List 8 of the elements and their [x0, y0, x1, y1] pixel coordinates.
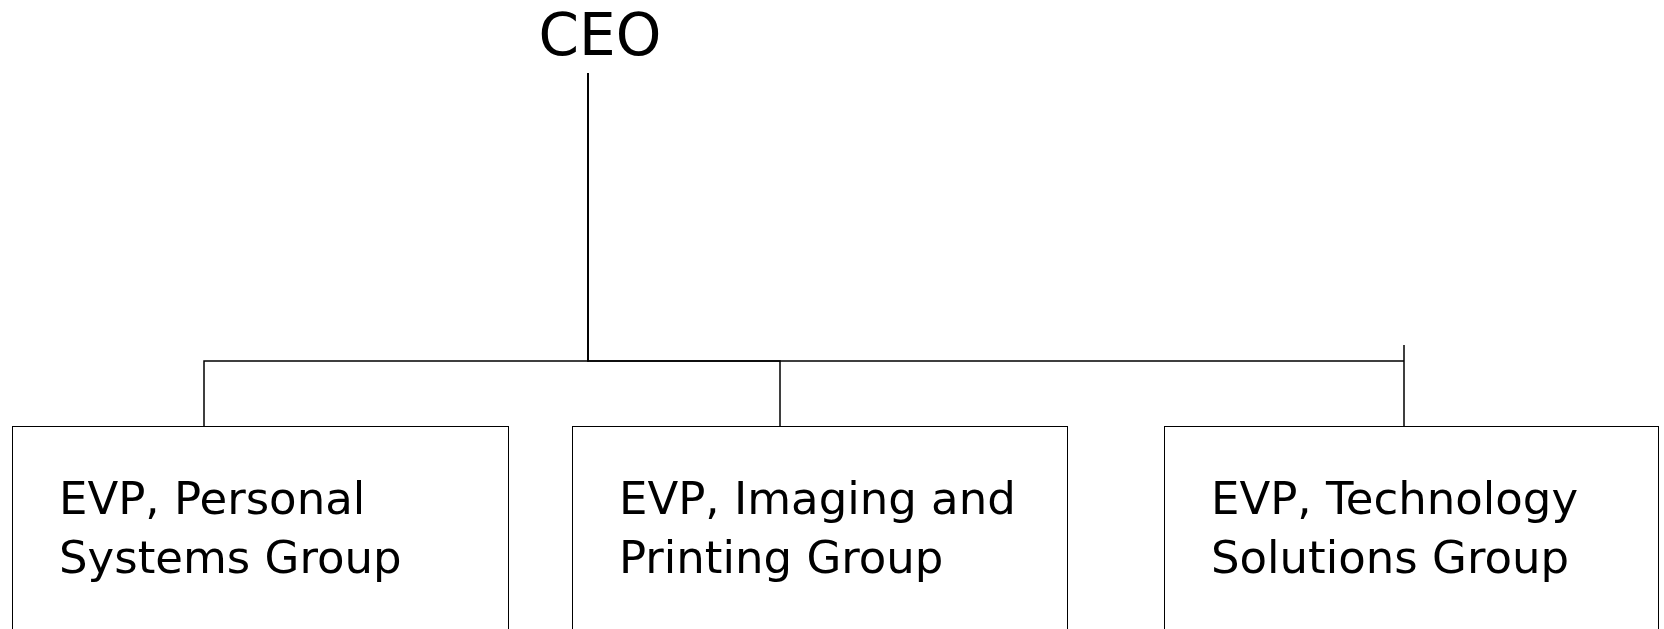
root-position-title: CEO	[538, 4, 662, 68]
position-title: EVP, Technology Solutions Group	[1211, 471, 1580, 587]
position-title: EVP, Imaging and Printing Group	[619, 471, 1017, 587]
position-box	[1164, 426, 1659, 629]
connector-line	[587, 72, 1405, 427]
position-title: EVP, Personal Systems Group	[59, 471, 403, 587]
position-box	[12, 426, 509, 629]
position-box	[572, 426, 1068, 629]
